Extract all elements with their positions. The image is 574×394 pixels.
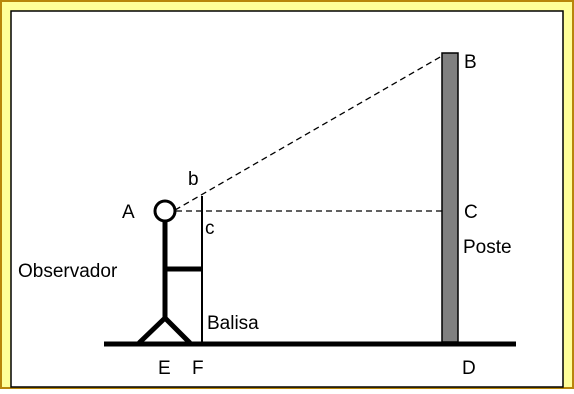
sight-line-to-top xyxy=(174,55,443,211)
label-E: E xyxy=(158,358,171,379)
observer-figure xyxy=(137,199,202,345)
observer-left-leg xyxy=(137,316,167,345)
observer-right-leg xyxy=(163,316,192,345)
label-balisa: Balisa xyxy=(207,313,259,334)
label-D: D xyxy=(462,358,476,379)
label-observador: Observador xyxy=(18,261,118,282)
label-b: b xyxy=(188,169,199,190)
label-F: F xyxy=(192,358,204,379)
label-c: c xyxy=(205,218,215,239)
label-poste: Poste xyxy=(463,237,512,258)
observer-head xyxy=(153,199,177,223)
inner-panel xyxy=(10,10,564,388)
pole xyxy=(441,52,459,343)
label-C: C xyxy=(464,202,478,223)
label-B: B xyxy=(464,52,477,73)
label-A: A xyxy=(122,202,135,223)
